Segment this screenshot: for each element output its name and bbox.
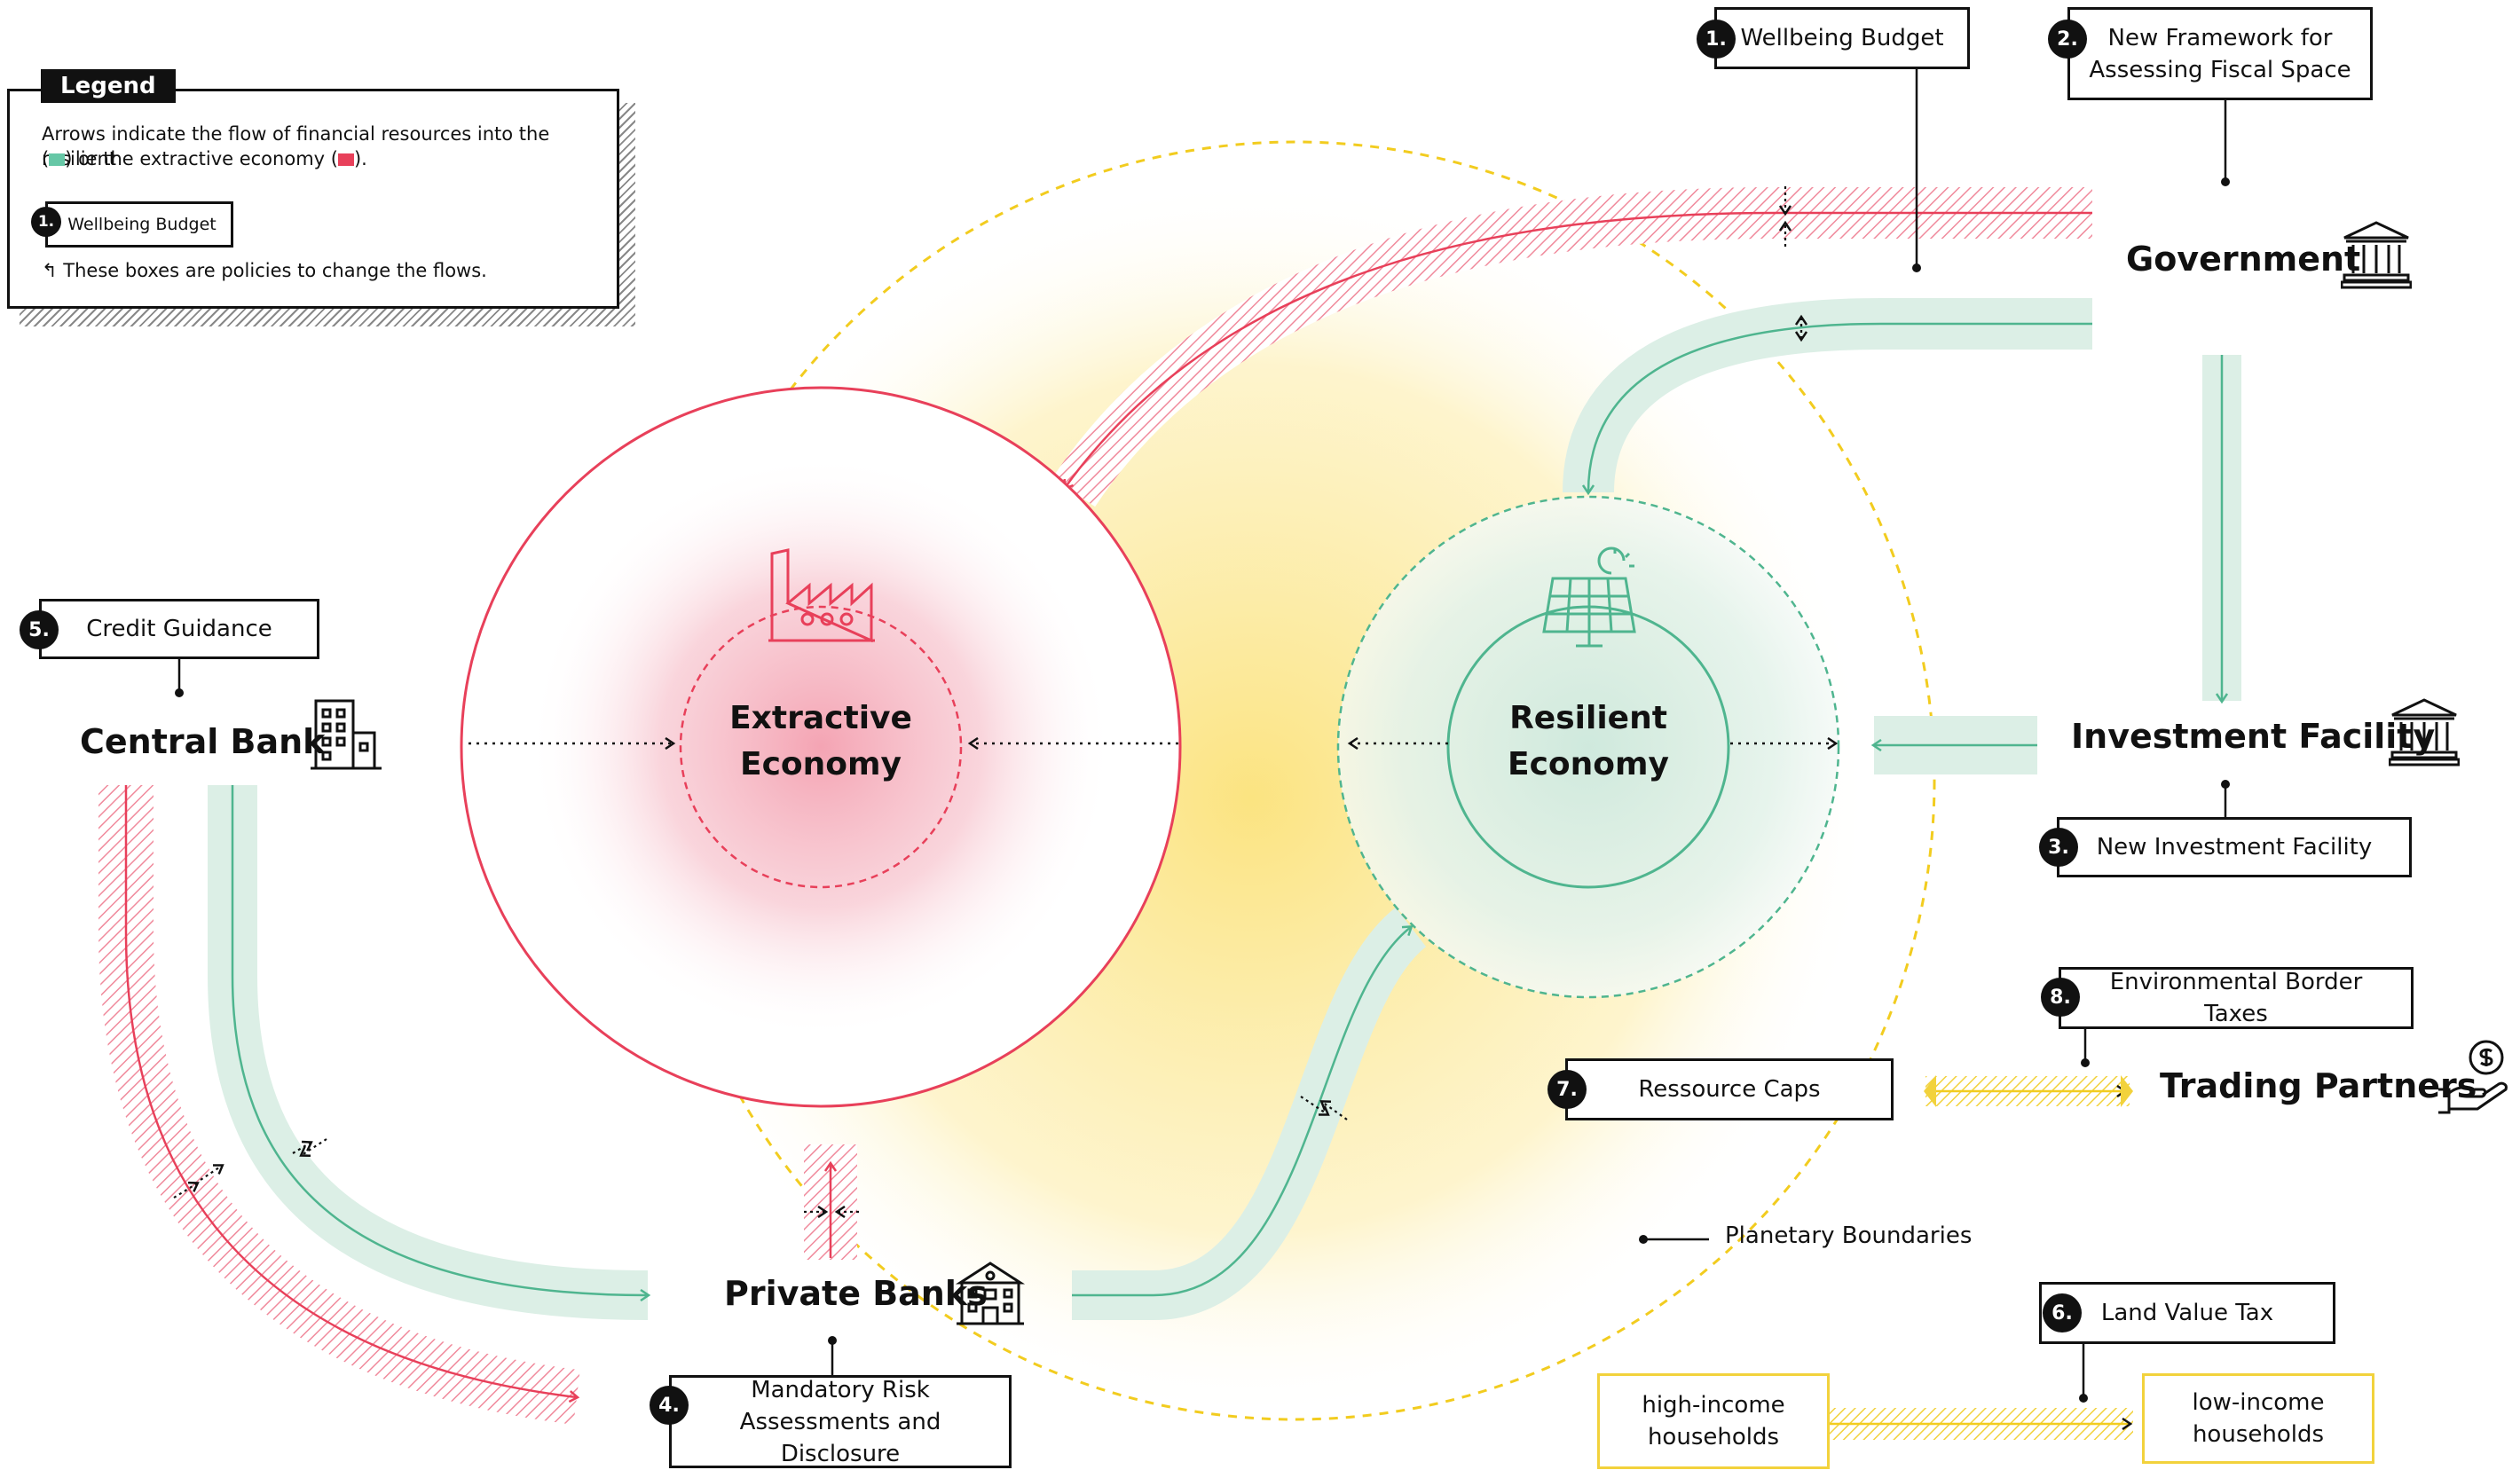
policy-risk-disclosure-line2: Assessments and Disclosure xyxy=(739,1408,941,1467)
policy-badge-5: 5. xyxy=(20,610,59,649)
connector-dots xyxy=(175,177,2230,1403)
extractive-economy-label: Extractive Economy xyxy=(643,696,998,788)
legend-example-box: Wellbeing Budget xyxy=(45,201,233,248)
legend-title: Legend xyxy=(41,69,176,103)
bank-house-icon xyxy=(955,1262,1026,1325)
resilient-economy-label: Resilient Economy xyxy=(1411,696,1766,788)
extractive-inner-circle xyxy=(679,605,963,889)
high-income-line2: households xyxy=(1647,1424,1780,1450)
policy-badge-8: 8. xyxy=(2041,978,2080,1017)
government-building-icon xyxy=(2341,221,2412,289)
extractive-label-line2: Economy xyxy=(739,746,902,782)
office-building-icon xyxy=(311,699,382,770)
high-income-line1: high-income xyxy=(1642,1392,1785,1419)
policy-badge-3: 3. xyxy=(2039,828,2078,867)
policy-badge-2: 2. xyxy=(2048,20,2087,59)
resilient-swatch xyxy=(49,153,66,166)
flow-privatebanks-resilient-arrow xyxy=(1072,927,1411,1297)
legend-description-line1: Arrows indicate the flow of financial re… xyxy=(42,123,550,169)
flow-centralbank-privatebanks-arrow xyxy=(231,785,648,1295)
high-income-households: high-income households xyxy=(1597,1373,1830,1469)
actor-government: Government xyxy=(2126,240,2361,279)
resilient-label-line2: Economy xyxy=(1507,746,1669,782)
policy-investment-facility: New Investment Facility xyxy=(2057,817,2412,877)
policy-fiscal-space-line1: New Framework for xyxy=(2107,24,2333,51)
low-income-households: low-income households xyxy=(2142,1373,2374,1464)
legend-panel: Arrows indicate the flow of financial re… xyxy=(7,89,619,309)
actor-private-banks: Private Banks xyxy=(724,1274,988,1313)
policy-risk-disclosure: Mandatory Risk Assessments and Disclosur… xyxy=(669,1375,1012,1468)
legend-description-line2: () or the extractive economy (). xyxy=(42,148,367,169)
policy-border-taxes: Environmental Border Taxes xyxy=(2059,967,2414,1029)
hand-coin-icon xyxy=(2438,1040,2508,1114)
policy-fiscal-space-line2: Assessing Fiscal Space xyxy=(2089,56,2351,83)
policy-fiscal-space: New Framework for Assessing Fiscal Space xyxy=(2067,7,2373,100)
flow-government-extractive-arrow xyxy=(1065,211,2092,488)
policy-markers xyxy=(173,186,1801,1212)
low-income-line1: low-income xyxy=(2192,1389,2325,1416)
flow-centralbank-extractive-arrow xyxy=(124,785,577,1397)
extractive-label-line1: Extractive xyxy=(729,700,912,736)
low-income-line2: households xyxy=(2192,1421,2325,1448)
planetary-boundaries-label: Planetary Boundaries xyxy=(1725,1222,1973,1249)
actor-central-bank: Central Bank xyxy=(80,722,326,761)
policy-badge-6: 6. xyxy=(2043,1293,2082,1332)
bank-building-icon xyxy=(2389,698,2460,766)
flow-trading-head-right xyxy=(2121,1075,2133,1107)
legend-note: ↰ These boxes are policies to change the… xyxy=(42,260,487,281)
policy-badge-7: 7. xyxy=(1547,1070,1587,1109)
policy-resource-caps: Ressource Caps xyxy=(1565,1058,1894,1120)
flow-government-resilient-arrow xyxy=(1588,322,2092,492)
factory-icon xyxy=(768,548,875,642)
policy-wellbeing-budget: Wellbeing Budget xyxy=(1714,7,1970,69)
actor-investment-facility: Investment Facility xyxy=(2071,717,2436,756)
policy-badge-4: 4. xyxy=(650,1386,689,1425)
actor-trading-partners: Trading Partners xyxy=(2160,1066,2477,1105)
policy-land-value-tax: Land Value Tax xyxy=(2039,1282,2335,1344)
flow-trading-head-left xyxy=(1924,1075,1936,1107)
policy-credit-guidance: Credit Guidance xyxy=(39,599,319,659)
resilient-label-line1: Resilient xyxy=(1509,700,1667,736)
solar-panel-icon xyxy=(1542,546,1636,648)
legend-example-badge: 1. xyxy=(31,207,61,237)
policy-badge-1: 1. xyxy=(1697,20,1736,59)
resilient-outer-circle xyxy=(1336,495,1840,999)
extractive-swatch xyxy=(337,153,354,166)
extractive-glow xyxy=(528,454,1114,1040)
policy-risk-disclosure-line1: Mandatory Risk xyxy=(751,1376,930,1403)
